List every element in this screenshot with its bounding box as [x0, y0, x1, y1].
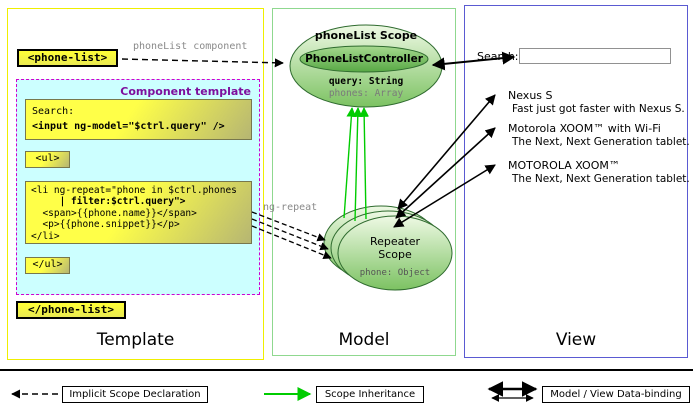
ul-open-tag: <ul>: [25, 151, 70, 168]
legend-data-binding: Model / View Data-binding: [542, 386, 690, 403]
search-code-line2: <input ng-model="$ctrl.query" />: [32, 121, 225, 132]
list-item-snippet: The Next, Next Generation tablet.: [512, 136, 690, 148]
phone-list-close-tag: </phone-list>: [16, 301, 126, 319]
li-code-line3: <span>{{phone.name}}</span>: [31, 207, 197, 219]
model-panel-title: Model: [338, 330, 390, 350]
view-search-label: Search:: [477, 50, 519, 63]
scope-prop-query: query: String: [328, 76, 404, 87]
search-code-box: Search: <input ng-model="$ctrl.query" />: [25, 99, 252, 140]
scope-prop-phones: phones: Array: [328, 88, 404, 99]
repeater-label-line2: Scope: [378, 248, 412, 261]
repeater-label-line1: Repeater: [369, 235, 420, 248]
list-item-title: MOTOROLA XOOM™: [508, 159, 620, 172]
li-code-line4: <p>{{phone.snippet}}</p>: [31, 219, 180, 231]
view-panel-title: View: [555, 330, 597, 350]
li-code-line5: </li>: [31, 230, 60, 242]
search-input[interactable]: [519, 48, 671, 64]
li-code-line2: | filter:$ctrl.query">: [31, 196, 186, 208]
list-item-snippet: The Next, Next Generation tablet.: [512, 173, 690, 185]
phonelist-component-arrow-label: phoneList component: [133, 41, 248, 52]
phone-list-open-tag: <phone-list>: [17, 49, 118, 67]
list-item-snippet: Fast just got faster with Nexus S.: [512, 103, 685, 115]
li-repeat-code-box: <li ng-repeat="phone in $ctrl.phones | f…: [25, 181, 252, 244]
li-code-line1: <li ng-repeat="phone in $ctrl.phones: [31, 185, 237, 196]
legend-scope-inheritance: Scope Inheritance: [316, 386, 424, 403]
template-panel-title: Template: [96, 330, 175, 350]
list-item-title: Nexus S: [508, 89, 553, 102]
controller-label: PhoneListController: [305, 53, 423, 65]
ng-repeat-arrow-label: ng-repeat: [263, 202, 318, 213]
legend-implicit-scope: Implicit Scope Declaration: [62, 386, 208, 403]
search-code-line1: Search:: [32, 106, 75, 117]
phonelist-scope-label: phoneList Scope: [314, 29, 418, 42]
ul-close-tag: </ul>: [25, 257, 70, 274]
list-item-title: Motorola XOOM™ with Wi-Fi: [508, 122, 661, 135]
repeater-prop-phone: phone: Object: [359, 268, 431, 278]
component-template-title: Component template: [120, 85, 251, 98]
